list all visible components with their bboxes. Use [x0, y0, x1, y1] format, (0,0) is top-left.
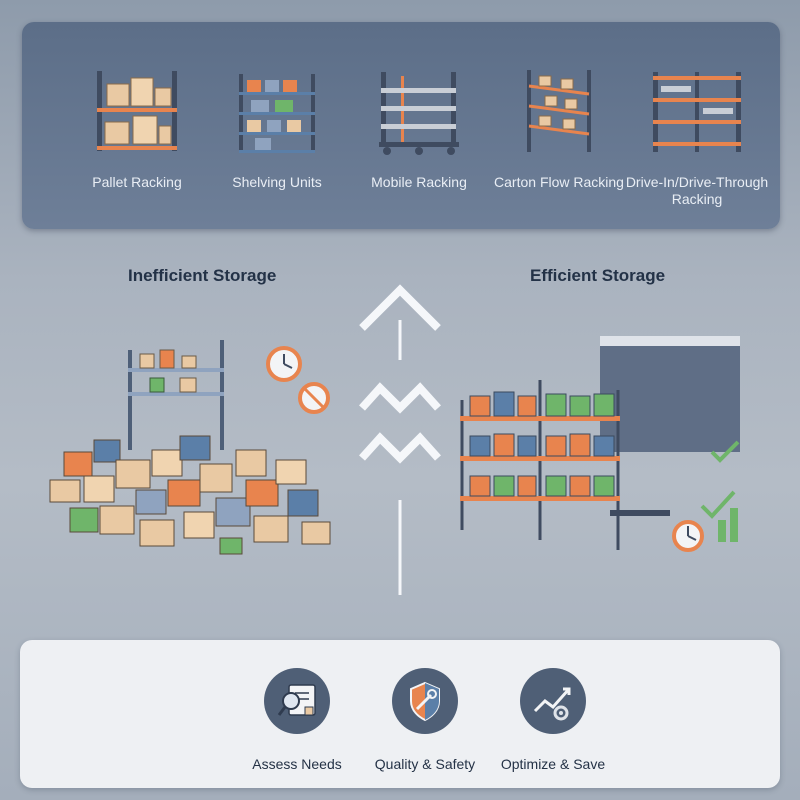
- feature-label: Assess Needs: [252, 756, 342, 772]
- features-panel: Assess Needs Quality & Safety Optimize &…: [20, 640, 780, 788]
- shelving-units-icon: [239, 74, 315, 153]
- rack-type-pallet: Pallet Racking: [62, 66, 212, 191]
- drive-in-racking-icon: [653, 72, 741, 152]
- rack-label: Pallet Racking: [92, 174, 182, 190]
- efficient-storage-title: Efficient Storage: [530, 266, 666, 285]
- magnifier-document-icon: [277, 684, 316, 716]
- rack-label: Mobile Racking: [371, 174, 467, 190]
- efficient-storage-illustration: [460, 336, 740, 552]
- growth-chart-gear-icon: [533, 687, 571, 721]
- rack-label: Shelving Units: [232, 174, 322, 190]
- feature-label: Optimize & Save: [500, 756, 606, 772]
- inefficient-storage-illustration: [49, 340, 331, 555]
- pallet-racking-icon: [97, 71, 177, 151]
- feature-optimize-save: Optimize & Save: [478, 668, 628, 772]
- rack-type-carton-flow: Carton Flow Racking: [484, 66, 634, 191]
- rack-type-drive-in: Drive-In/Drive-Through Racking: [622, 66, 772, 208]
- rack-label: Carton Flow Racking: [494, 174, 624, 190]
- rack-label: Drive-In/Drive-Through Racking: [625, 174, 769, 207]
- rack-type-shelving: Shelving Units: [202, 66, 352, 191]
- transition-arrows: [359, 284, 441, 595]
- feature-label: Quality & Safety: [374, 756, 476, 772]
- inefficient-storage-title: Inefficient Storage: [128, 266, 277, 285]
- checkmark-icon: [710, 440, 740, 463]
- checkmark-icon: [700, 490, 736, 519]
- rack-types-panel: Pallet Racking Shelving Units: [22, 22, 780, 229]
- carton-flow-racking-icon: [527, 70, 591, 152]
- feature-assess-needs: Assess Needs: [222, 668, 372, 772]
- rack-type-mobile: Mobile Racking: [344, 66, 494, 191]
- mobile-racking-icon: [379, 72, 459, 155]
- shield-wrench-icon: [410, 681, 440, 722]
- feature-quality-safety: Quality & Safety: [350, 668, 500, 772]
